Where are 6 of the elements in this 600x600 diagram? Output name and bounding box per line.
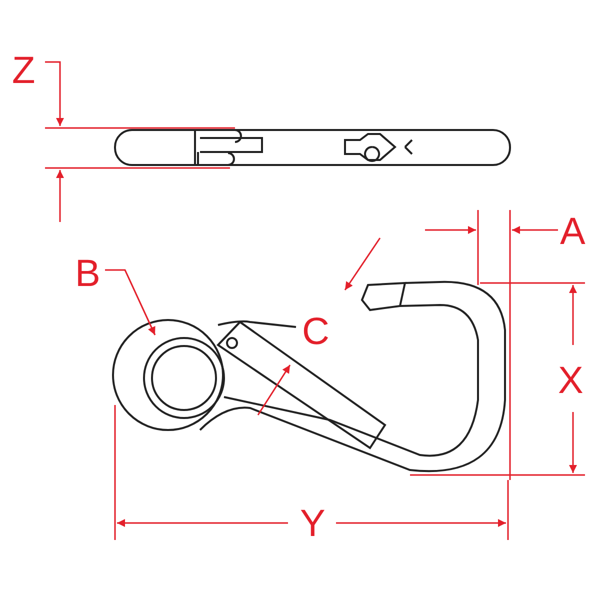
dimension-label: B xyxy=(75,255,100,293)
dimension-label: X xyxy=(558,362,584,400)
dimension-label: A xyxy=(560,213,586,251)
dimension-label: C xyxy=(302,313,330,351)
dimension-label: Y xyxy=(300,505,326,543)
dimension-label: Z xyxy=(12,52,36,90)
